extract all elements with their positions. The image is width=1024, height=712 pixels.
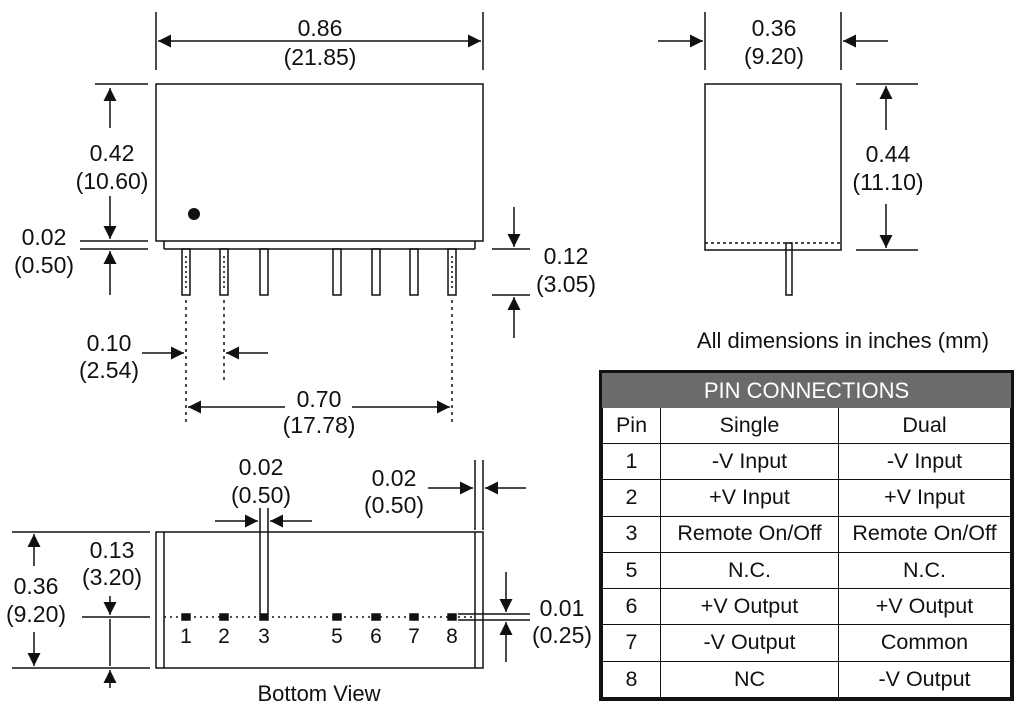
bottom-view-caption: Bottom View (257, 681, 380, 706)
span-mm-label: (17.78) (283, 412, 356, 438)
dual-cell: +V Input (838, 479, 1011, 517)
pin-number: 6 (370, 625, 382, 648)
pin1-marker-dot (188, 208, 200, 220)
pin-number: 3 (258, 625, 270, 648)
pin-footprint (259, 613, 269, 621)
side-height-mm-label: (11.10) (852, 169, 923, 195)
pin-table: PIN CONNECTIONS Pin Single Dual 1 -V Inp… (602, 373, 1011, 699)
top-view-labels: 0.86 (21.85) 0.42 (10.60) 0.02 (0.50) 0.… (14, 15, 596, 438)
pitch-mm-label: (2.54) (79, 357, 139, 383)
table-row: 1 -V Input -V Input (602, 442, 1011, 481)
pin-number: 2 (218, 625, 230, 648)
standoff-mm-label: (0.50) (14, 252, 74, 278)
pins (181, 248, 457, 296)
pin-cell: 2 (602, 479, 661, 517)
pin-footprint (332, 613, 342, 621)
inset-label: 0.02 (372, 465, 417, 491)
dual-cell: -V Input (838, 442, 1011, 481)
pin (332, 248, 342, 296)
pin-connections-table: PIN CONNECTIONS Pin Single Dual 1 -V Inp… (599, 370, 1014, 701)
pin-number: 1 (180, 625, 192, 648)
pitch-label: 0.10 (87, 330, 132, 356)
single-cell: -V Input (660, 442, 839, 481)
side-body (704, 83, 842, 251)
single-cell: Remote On/Off (660, 515, 839, 553)
bottom-view-labels: 0.02 (0.50) 0.02 (0.50) 0.36 (9.20) 0.13… (6, 454, 592, 706)
side-width-label: 0.36 (752, 15, 797, 41)
single-cell: +V Output (660, 588, 839, 626)
side-view-labels: 0.36 (9.20) 0.44 (11.10) (744, 15, 924, 195)
table-row: 5 N.C. N.C. (602, 551, 1011, 590)
side-pin (785, 242, 793, 296)
pin-number: 7 (408, 625, 420, 648)
dual-cell: N.C. (838, 551, 1011, 590)
row-offset-mm-label: (3.20) (82, 564, 142, 590)
table-row: 2 +V Input +V Input (602, 479, 1011, 517)
pin-number: 8 (446, 625, 458, 648)
pin (371, 248, 381, 296)
pin-length-mm-label: (3.05) (536, 271, 596, 297)
pin-footprint (219, 613, 229, 621)
single-cell: +V Input (660, 479, 839, 517)
pin-offset-mm-label: (0.25) (532, 622, 592, 648)
pin-cell: 1 (602, 442, 661, 481)
pin-width-label: 0.02 (239, 454, 284, 480)
length-mm-label: (21.85) (284, 44, 357, 70)
bottom-width-mm-label: (9.20) (6, 601, 66, 627)
bottom-view (12, 460, 530, 688)
standoff-label: 0.02 (22, 224, 67, 250)
height-label: 0.42 (90, 140, 135, 166)
height-mm-label: (10.60) (76, 168, 149, 194)
bottom-width-label: 0.36 (14, 573, 59, 599)
top-view (80, 12, 530, 424)
pin-footprint (409, 613, 419, 621)
pin-footprint (447, 613, 457, 621)
pin-footprint (371, 613, 381, 621)
pin-footprint (181, 613, 191, 621)
side-view (658, 12, 918, 296)
pin-cell: 7 (602, 624, 661, 662)
table-header-row: Pin Single Dual (602, 407, 1011, 444)
pin (181, 248, 191, 296)
column-header-single: Single (660, 407, 839, 444)
row-offset-label: 0.13 (90, 537, 135, 563)
pin (447, 248, 457, 296)
pin-offset-label: 0.01 (540, 595, 585, 621)
length-label: 0.86 (298, 15, 343, 41)
table-title: PIN CONNECTIONS (602, 373, 1011, 408)
pin-number: 5 (331, 625, 343, 648)
units-note: All dimensions in inches (mm) (696, 328, 990, 353)
dual-cell: +V Output (838, 588, 1011, 626)
side-width-mm-label: (9.20) (744, 43, 804, 69)
table-row: 6 +V Output +V Output (602, 588, 1011, 626)
dual-cell: -V Output (838, 660, 1011, 699)
pin (219, 248, 229, 296)
pin-length-label: 0.12 (544, 243, 589, 269)
span-label: 0.70 (297, 386, 342, 412)
pin-cell: 8 (602, 660, 661, 699)
table-title-row: PIN CONNECTIONS (602, 373, 1011, 408)
dual-cell: Common (838, 624, 1011, 662)
pin (259, 248, 269, 296)
single-cell: N.C. (660, 551, 839, 590)
dual-cell: Remote On/Off (838, 515, 1011, 553)
table-row: 7 -V Output Common (602, 624, 1011, 662)
module-body (155, 83, 484, 242)
table-row: 8 NC -V Output (602, 660, 1011, 699)
pin-cell: 6 (602, 588, 661, 626)
inset-mm-label: (0.50) (364, 492, 424, 518)
table-row: 3 Remote On/Off Remote On/Off (602, 515, 1011, 553)
side-height-label: 0.44 (866, 141, 911, 167)
bottom-body (155, 531, 484, 669)
single-cell: NC (660, 660, 839, 699)
column-header-pin: Pin (602, 407, 661, 444)
pin (409, 248, 419, 296)
pin-cell: 5 (602, 551, 661, 590)
column-header-dual: Dual (838, 407, 1011, 444)
pin-width-mm-label: (0.50) (231, 482, 291, 508)
single-cell: -V Output (660, 624, 839, 662)
pin-cell: 3 (602, 515, 661, 553)
